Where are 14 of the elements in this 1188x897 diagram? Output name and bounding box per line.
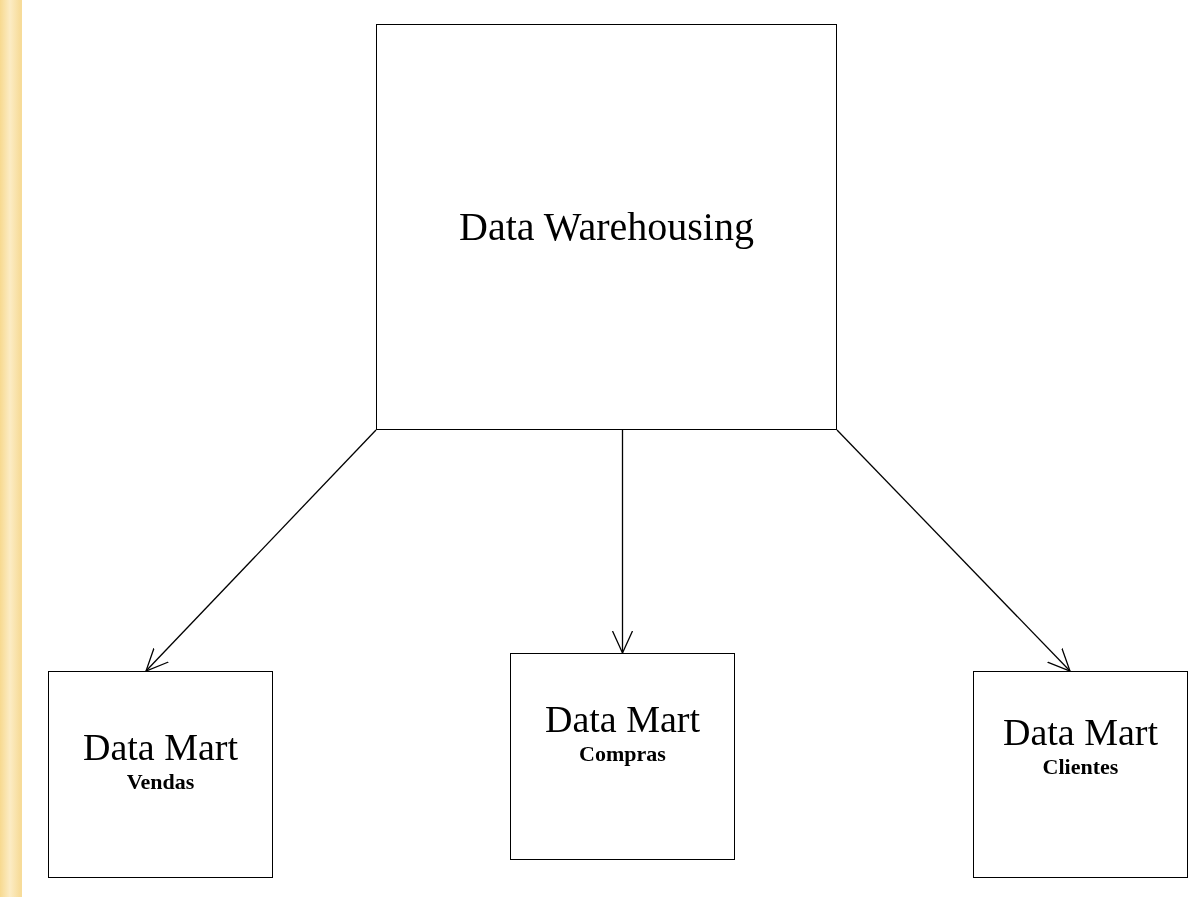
arrow — [836, 429, 1071, 672]
arrow — [611, 429, 634, 654]
box-title: Data Mart — [82, 727, 239, 769]
box-subtitle: Clientes — [1042, 753, 1119, 781]
process-box — [510, 653, 735, 860]
process-box — [973, 671, 1188, 878]
box-subtitle: Vendas — [126, 768, 195, 796]
box-title: Data Warehousing — [459, 205, 754, 249]
box-title: Data Mart — [544, 699, 701, 741]
arrow — [145, 429, 377, 672]
process-box — [48, 671, 273, 878]
box-subtitle: Compras — [579, 740, 666, 768]
process-box — [376, 24, 837, 430]
box-title: Data Mart — [1002, 712, 1159, 754]
